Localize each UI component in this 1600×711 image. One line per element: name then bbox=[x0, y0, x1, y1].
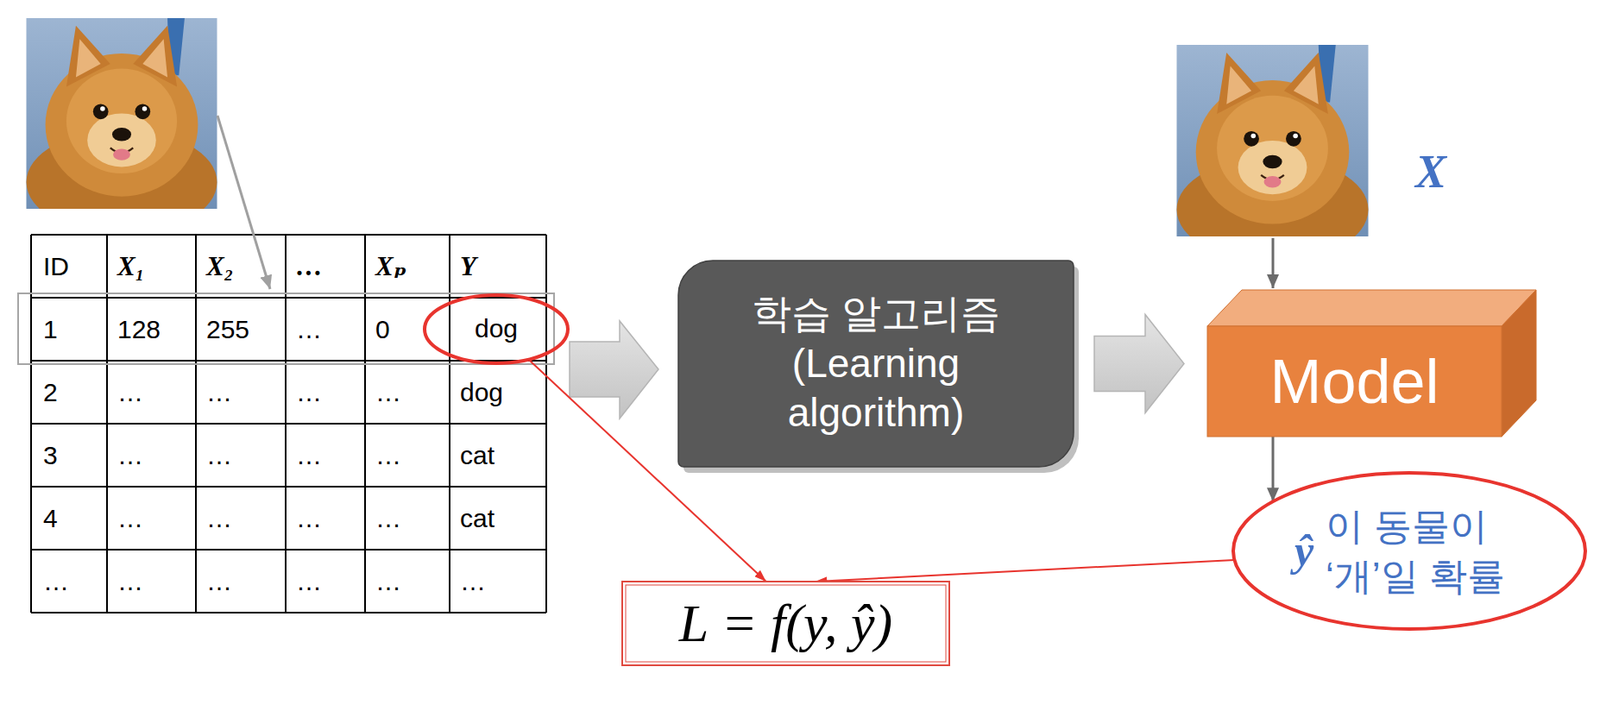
table-header: Y bbox=[459, 234, 477, 298]
ellipse-outline bbox=[424, 295, 568, 364]
node-text: 학습 알고리즘 (Learning algorithm) bbox=[729, 289, 1023, 439]
node-text: Model bbox=[1269, 346, 1439, 418]
table-cell: … bbox=[296, 360, 322, 424]
table-cell: … bbox=[117, 486, 144, 550]
connector-arrow bbox=[815, 560, 1235, 582]
table-cell: … bbox=[375, 549, 402, 613]
table-cell: … bbox=[296, 486, 322, 550]
table-cell: … bbox=[117, 423, 144, 487]
table-header: … bbox=[296, 234, 323, 298]
cube-top bbox=[1207, 289, 1537, 327]
table-cell: … bbox=[459, 549, 486, 613]
table-cell: 255 bbox=[206, 297, 250, 361]
prediction-ellipse: ŷ이 동물이 ‘개’일 확률 bbox=[1231, 471, 1588, 631]
table-cell: 4 bbox=[43, 486, 58, 550]
table-header: Xₚ bbox=[375, 234, 407, 298]
table-cell: … bbox=[296, 423, 322, 487]
table-grid bbox=[31, 233, 547, 236]
table-cell: 0 bbox=[375, 297, 391, 361]
table-grid bbox=[31, 548, 547, 551]
table-cell: cat bbox=[459, 486, 495, 550]
input-label: X bbox=[1415, 144, 1447, 199]
input-arrow bbox=[1272, 238, 1275, 289]
block-arrow bbox=[569, 321, 659, 419]
table-cell: … bbox=[296, 549, 322, 613]
prediction-ellipse-outline bbox=[1231, 471, 1588, 631]
node-content: 학습 알고리즘 (Learning algorithm) bbox=[678, 260, 1074, 467]
node-content: dog bbox=[422, 293, 570, 366]
table-cell: 128 bbox=[117, 297, 161, 361]
box-fill bbox=[678, 260, 1074, 467]
node-content: L = f(y, ŷ) bbox=[622, 581, 950, 666]
node-text: L = f(y, ŷ) bbox=[679, 592, 893, 655]
connector-arrow bbox=[1272, 436, 1275, 502]
cube-front bbox=[1207, 326, 1502, 437]
table-cell: … bbox=[117, 549, 144, 613]
row-highlight bbox=[18, 293, 555, 365]
loss-formula-box: L = f(y, ŷ) bbox=[622, 581, 950, 666]
table-header: X₂ bbox=[206, 234, 234, 298]
dog-photo bbox=[1177, 44, 1369, 263]
table-grid bbox=[31, 611, 547, 614]
table-cell: … bbox=[206, 486, 233, 550]
table-cell: … bbox=[117, 360, 144, 424]
table-cell: cat bbox=[459, 423, 495, 487]
table-cell: … bbox=[296, 297, 322, 361]
table-cell: dog bbox=[459, 360, 504, 424]
ellipse-outline bbox=[1233, 472, 1586, 630]
model-box: Model bbox=[1207, 289, 1537, 437]
table-cell: 1 bbox=[43, 297, 58, 361]
node-content: ŷ이 동물이 ‘개’일 확률 bbox=[1231, 471, 1588, 631]
table-grid bbox=[31, 485, 547, 488]
frame-outer bbox=[622, 581, 950, 666]
table-cell: … bbox=[375, 423, 402, 487]
table-cell: 2 bbox=[43, 360, 58, 424]
node-body-text: 이 동물이 ‘개’일 확률 bbox=[1325, 501, 1525, 600]
dog-photo bbox=[26, 18, 218, 235]
table-cell: … bbox=[206, 549, 233, 613]
table-cell: … bbox=[43, 549, 70, 613]
table-cell: … bbox=[206, 423, 233, 487]
frame-inner bbox=[625, 585, 946, 662]
table-grid bbox=[31, 422, 547, 425]
block-arrow bbox=[1094, 314, 1185, 414]
table-cell: … bbox=[375, 486, 402, 550]
node-content: Model bbox=[1207, 289, 1537, 437]
cube-side bbox=[1501, 289, 1537, 437]
table-grid bbox=[31, 234, 547, 613]
target-label-ellipse: dog bbox=[422, 293, 570, 366]
table-header: ID bbox=[43, 234, 70, 298]
table-header: X₁ bbox=[117, 234, 145, 298]
table-cell: … bbox=[206, 360, 233, 424]
algorithm-box: 학습 알고리즘 (Learning algorithm) bbox=[678, 260, 1074, 467]
node-text: ŷ bbox=[1294, 526, 1314, 577]
node-text: dog bbox=[474, 314, 518, 345]
table-cell: … bbox=[375, 360, 402, 424]
table-cell: 3 bbox=[43, 423, 58, 487]
